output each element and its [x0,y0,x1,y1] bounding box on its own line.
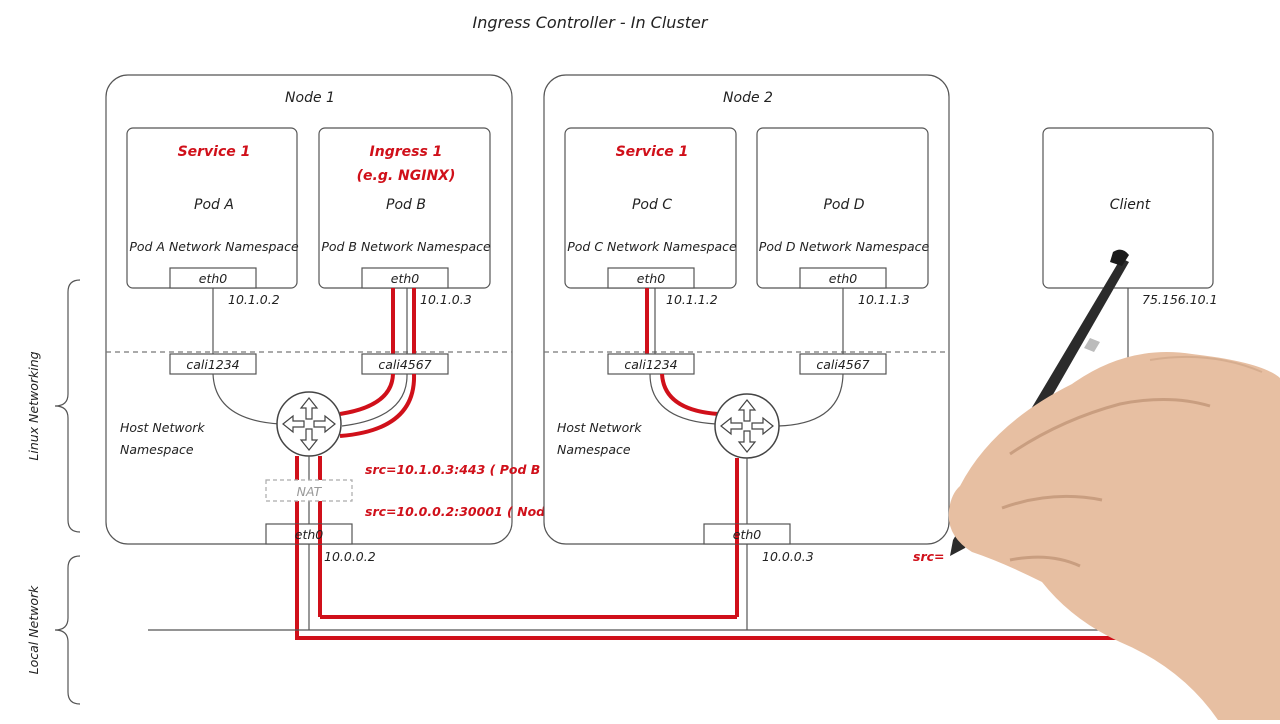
nat-box [265,479,353,502]
node1-host-ns-line1: Host Network [120,420,205,435]
podD-eth0-label: eth0 [829,271,858,286]
podB-ingress-sub: (e.g. NGINX) [357,168,456,184]
podC-name: Pod C [632,197,672,213]
podD-namespace: Pod D Network Namespace [759,239,930,254]
local-network-bracket [54,555,81,705]
node2-host-ns-line1: Host Network [557,420,642,435]
node2-eth0-label: eth0 [733,527,762,542]
podA-namespace: Pod A Network Namespace [129,239,299,254]
node1-cali4567-label: cali4567 [378,357,431,372]
podC-service-label: Service 1 [616,144,689,160]
client-ip: 75.156.10.1 [1142,292,1218,307]
node2-cali1234-gray-curve [649,373,717,425]
podC-eth0-label: eth0 [637,271,666,286]
node1-to-client-red-path [297,618,1121,640]
podB-namespace: Pod B Network Namespace [321,239,491,254]
src-after-nat: src=10.0.0.2:30001 ( Node 1 ) [365,504,577,519]
hand-with-marker-image [948,249,1280,720]
node1-cali4567-red-curve-2 [339,373,417,438]
node2-eth0-ip: 10.0.0.3 [762,549,814,564]
node1-cali4567 [361,353,449,375]
node1-cali1234-curve [212,373,281,425]
node1-cali1234-label: cali1234 [186,357,239,372]
partial-src-annotation: src= [913,549,945,564]
node2-host-ns-line2: Namespace [557,442,631,457]
nat-label: NAT [297,484,323,499]
local-network-label: Local Network [26,585,41,675]
podB-eth0-label: eth0 [391,271,420,286]
node2-router-icon [714,393,780,459]
podA-name: Pod A [194,197,234,213]
podB-eth0 [361,267,449,289]
podD-ip: 10.1.1.3 [858,292,910,307]
node2-title: Node 2 [723,90,773,106]
node2-cali1234-red-curve [660,373,719,416]
node1-eth0 [265,523,353,545]
podC-ip: 10.1.1.2 [666,292,718,307]
src-before-nat: src=10.1.0.3:443 ( Pod B ) [365,462,550,477]
podA-ip: 10.1.0.2 [228,292,280,307]
node2-cali4567-curve [777,373,844,427]
client-name: Client [1110,197,1151,213]
node1-router-icon [276,391,342,457]
node1-eth0-ip: 10.0.0.2 [324,549,376,564]
podC-eth0 [607,267,695,289]
linux-networking-label: Linux Networking [26,351,41,460]
node2-cali4567-label: cali4567 [816,357,869,372]
podB-ip: 10.1.0.3 [420,292,472,307]
node1-host-ns-line2: Namespace [120,442,194,457]
podD-name: Pod D [823,197,864,213]
node1-cali4567-red-curve-1 [339,373,395,416]
diagram-title: Ingress Controller - In Cluster [473,13,709,32]
podA-eth0-label: eth0 [199,271,228,286]
podC-namespace: Pod C Network Namespace [567,239,737,254]
node1-cali4567-gray-curve [341,373,408,427]
podB-name: Pod B [386,197,426,213]
node2-cali1234-label: cali1234 [624,357,677,372]
linux-networking-bracket [54,279,81,533]
node2-eth0 [703,523,791,545]
node1-eth0-label: eth0 [295,527,324,542]
node1-title: Node 1 [285,90,335,106]
podB-ingress-label: Ingress 1 [370,144,443,160]
podA-service-label: Service 1 [178,144,251,160]
node2-cali1234 [607,353,695,375]
